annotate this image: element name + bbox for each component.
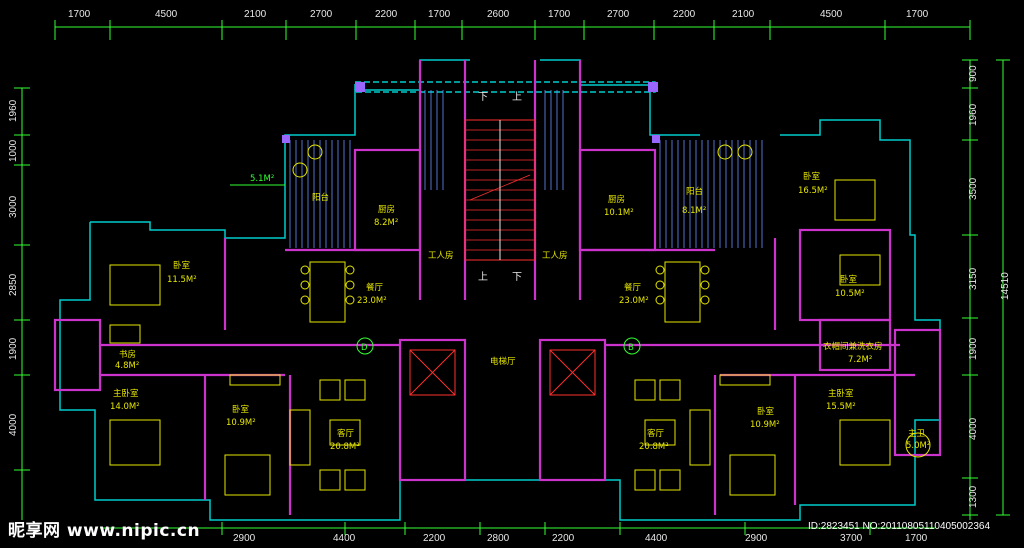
dining-left-area: 23.0M² (357, 296, 387, 306)
dim-top-5: 1700 (428, 9, 451, 20)
balcony-right-area: 8.1M² (682, 206, 706, 216)
dim-top-4: 2200 (375, 9, 398, 20)
dim-top-7: 1700 (548, 9, 571, 20)
dim-top-0: 1700 (68, 9, 91, 20)
stair-down-bottom: 下 (512, 272, 522, 283)
dim-left-2: 3000 (8, 195, 19, 218)
dim-right-3: 3150 (968, 267, 979, 290)
balcony-hatch (289, 90, 763, 248)
kitchen-right-label: 厨房 (608, 194, 625, 205)
dim-top-11: 4500 (820, 9, 843, 20)
dim-right-4: 1900 (968, 337, 979, 360)
master-left-label: 主卧室 (113, 388, 139, 399)
balcony-left-label: 阳台 (312, 192, 329, 203)
dim-right-2: 3500 (968, 177, 979, 200)
living-right-label: 客厅 (647, 428, 665, 439)
study-left-label: 书房 (119, 349, 136, 360)
bedroom-left3-label: 卧室 (232, 404, 250, 415)
elevators (409, 349, 596, 396)
stair-up-bottom: 上 (478, 271, 488, 283)
worker-room-right: 工人房 (542, 250, 568, 261)
kitchen-left-area: 8.2M² (374, 218, 398, 228)
wardrobe-laundry-label: 衣帽间兼洗衣房 (823, 341, 883, 352)
dim-bottom-0: 2900 (233, 533, 256, 544)
dim-bottom-1: 4400 (333, 533, 356, 544)
dim-top-1: 4500 (155, 9, 178, 20)
living-left-area: 20.8M² (330, 442, 360, 452)
dim-bottom-3: 2800 (487, 533, 510, 544)
stair-down-left: 下 (478, 92, 488, 103)
wardrobe-laundry-area: 7.2M² (848, 355, 872, 365)
dim-right-1: 1960 (968, 103, 979, 126)
dim-top-8: 2700 (607, 9, 630, 20)
study-left-area: 4.8M² (115, 361, 139, 371)
living-right-area: 20.8M² (639, 442, 669, 452)
dim-bottom-2: 2200 (423, 533, 446, 544)
bedroom-left-label: 卧室 (173, 260, 191, 271)
image-id: ID:2823451 NO:20110805110405002364 (808, 521, 991, 532)
dim-bottom-5: 4400 (645, 533, 668, 544)
bedroom-left3-area: 10.9M² (226, 418, 256, 428)
bedroom-right3-label: 卧室 (757, 406, 775, 417)
dining-right-label: 餐厅 (624, 283, 642, 293)
dim-top-10: 2100 (732, 9, 755, 20)
balcony-right-label: 阳台 (686, 186, 703, 197)
balcony-left-area: 5.1M² (250, 174, 274, 184)
watermark: 昵享网 www.nipic.cn (8, 521, 201, 541)
bedroom-topright-area: 16.5M² (798, 186, 828, 196)
dim-left-0: 1960 (8, 99, 19, 122)
unit-d-marker: D (361, 343, 368, 353)
dining-right-area: 23.0M² (619, 296, 649, 306)
bedroom-right2-area: 10.5M² (835, 289, 865, 299)
column-markers (282, 82, 660, 143)
dim-top-2: 2100 (244, 9, 267, 20)
dim-left-5: 4000 (8, 413, 19, 436)
dimension-lines (14, 20, 1010, 535)
kitchen-left-label: 厨房 (378, 204, 395, 215)
dim-bottom-8: 1700 (905, 533, 928, 544)
unit-markers (356, 337, 641, 355)
furniture (109, 144, 931, 496)
staircase (464, 119, 536, 261)
dim-right-5: 4000 (968, 417, 979, 440)
room-labels: 5.1M² 阳台 厨房 8.2M² 厨房 10.1M² 阳台 8.1M² 卧室 … (110, 91, 930, 452)
dimension-bottom-labels: 2900 4400 2200 2800 2200 4400 2900 3700 … (233, 533, 928, 544)
master-bath-area: 5.0M² (906, 441, 930, 451)
bedroom-right3-area: 10.9M² (750, 420, 780, 430)
dim-right-6: 1300 (968, 485, 979, 508)
stair-up-left: 上 (512, 91, 522, 103)
dim-left-4: 1900 (8, 337, 19, 360)
dim-left-1: 1000 (8, 139, 19, 162)
bedroom-left-area: 11.5M² (167, 275, 197, 285)
kitchen-right-area: 10.1M² (604, 208, 634, 218)
dimension-right-labels: 900 1960 3500 3150 1900 4000 1300 14510 (968, 65, 1011, 508)
bedroom-topright-label: 卧室 (803, 171, 821, 182)
dining-left-label: 餐厅 (366, 283, 384, 293)
interior-walls (53, 60, 942, 515)
dim-bottom-6: 2900 (745, 533, 768, 544)
master-left-area: 14.0M² (110, 402, 140, 412)
dim-top-12: 1700 (906, 9, 929, 20)
dim-top-3: 2700 (310, 9, 333, 20)
elevator-hall-label: 电梯厅 (490, 356, 516, 367)
dim-bottom-7: 3700 (840, 533, 863, 544)
worker-room-left: 工人房 (428, 250, 454, 261)
unit-b-marker: B (628, 343, 634, 353)
dimension-top-labels: 1700 4500 2100 2700 2200 1700 2600 1700 … (68, 9, 929, 20)
living-left-label: 客厅 (337, 428, 355, 439)
master-bath-label: 主卫 (908, 428, 926, 439)
dimension-left-labels: 1960 1000 3000 2850 1900 4000 (8, 99, 19, 436)
dim-top-9: 2200 (673, 9, 696, 20)
bedroom-right2-label: 卧室 (840, 274, 858, 285)
master-right-area: 15.5M² (826, 402, 856, 412)
dim-left-3: 2850 (8, 273, 19, 296)
master-right-label: 主卧室 (828, 388, 854, 399)
dim-right-0: 900 (968, 65, 979, 82)
dim-top-6: 2600 (487, 9, 510, 20)
dim-bottom-4: 2200 (552, 533, 575, 544)
dim-right-total: 14510 (1000, 272, 1011, 300)
